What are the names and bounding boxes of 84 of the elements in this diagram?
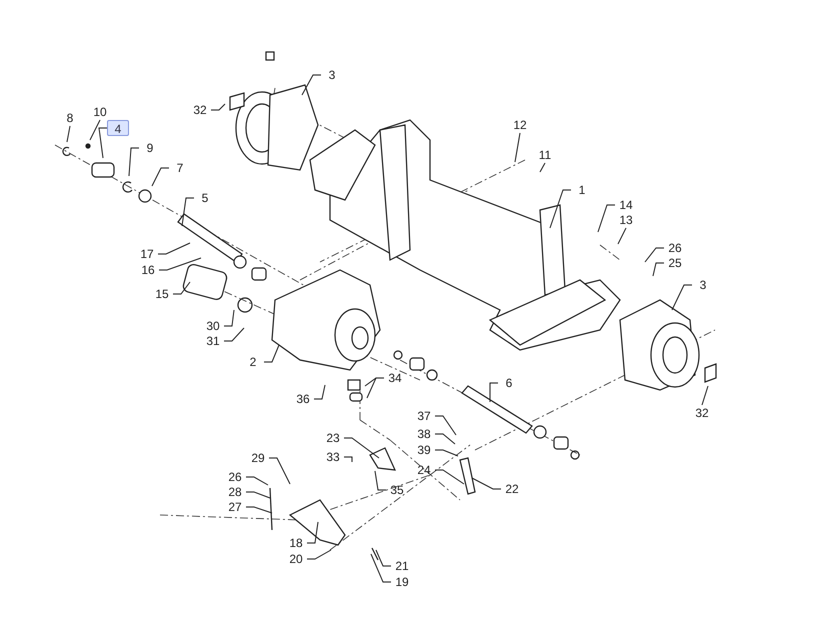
callout-number: 2 (242, 354, 264, 370)
callout-number: 22 (501, 481, 523, 497)
leader-line (224, 328, 244, 342)
callout-number: 37 (413, 408, 435, 424)
leader-line (376, 550, 392, 566)
leader-line (434, 470, 464, 484)
leader-line (434, 416, 456, 436)
callout-number: 26 (224, 469, 246, 485)
leader-line (672, 284, 692, 310)
leader-line (302, 74, 322, 96)
leader-line (374, 470, 386, 490)
callout-number: 6 (498, 375, 520, 391)
callout-number: 20 (285, 551, 307, 567)
callout-number: 10 (89, 104, 111, 120)
callout-number: 8 (59, 110, 81, 126)
leader-line (618, 228, 626, 244)
callout-number: 3 (692, 277, 714, 293)
leader-line (434, 434, 456, 444)
callout-number: 19 (391, 574, 413, 590)
callout-number: 32 (691, 405, 713, 421)
leader-line (306, 522, 318, 544)
leader-line (540, 162, 546, 172)
callout-number: 7 (169, 160, 191, 176)
callout-number: 28 (224, 484, 246, 500)
callout-number: 39 (413, 442, 435, 458)
callout-number: 23 (322, 430, 344, 446)
leader-line (268, 458, 290, 484)
callout-number: 5 (194, 190, 216, 206)
callout-number: 38 (413, 426, 435, 442)
callout-number: 24 (413, 462, 435, 478)
leader-line (158, 258, 202, 270)
callout-number: 15 (151, 286, 173, 302)
leader-line (644, 248, 664, 262)
leader-line (66, 126, 70, 142)
leader-line (246, 506, 272, 514)
leader-line (306, 550, 332, 560)
callout-number: 27 (224, 499, 246, 515)
leader-line (652, 262, 664, 276)
callout-number: 18 (285, 535, 307, 551)
callout-number: 34 (384, 370, 406, 386)
leader-line (370, 554, 392, 582)
callout-number: 9 (139, 140, 161, 156)
callout-number: 35 (386, 482, 408, 498)
callout-number: 25 (664, 255, 686, 271)
callout-number: 36 (292, 391, 314, 407)
callout-number: 11 (534, 147, 556, 163)
leader-line (344, 456, 352, 462)
callout-number: 13 (615, 212, 637, 228)
leader-line (172, 282, 190, 294)
leader-line (702, 386, 708, 406)
callout-number: 32 (189, 102, 211, 118)
leader-line (158, 242, 190, 254)
leader-line (434, 450, 458, 456)
leader-line (366, 378, 384, 398)
callout-number: 1 (571, 182, 593, 198)
callout-number: 31 (202, 333, 224, 349)
leader-line (128, 148, 140, 176)
callout-number: 12 (509, 117, 531, 133)
callout-number: 26 (664, 240, 686, 256)
callout-number: 14 (615, 197, 637, 213)
leader-line (472, 478, 502, 490)
leader-line (182, 198, 194, 226)
callout-number: 3 (321, 67, 343, 83)
leader-line (344, 438, 380, 458)
leader-line (98, 128, 108, 158)
leader-line (514, 132, 520, 162)
leader-line (598, 204, 616, 232)
callout-number: 30 (202, 318, 224, 334)
leader-line (224, 310, 234, 326)
leader-line (152, 168, 170, 186)
leader-line (246, 492, 270, 498)
leader-line (264, 344, 280, 362)
leader-line (210, 104, 226, 110)
callout-number: 16 (137, 262, 159, 278)
leader-line (90, 120, 100, 140)
leader-line (550, 190, 572, 228)
leader-line (246, 476, 268, 486)
callout-number: 33 (322, 449, 344, 465)
callout-number: 4 (107, 120, 129, 136)
callout-number: 17 (136, 246, 158, 262)
callout-number: 29 (247, 450, 269, 466)
callout-number: 21 (391, 558, 413, 574)
leader-line (490, 382, 498, 402)
leader-line (314, 384, 326, 400)
